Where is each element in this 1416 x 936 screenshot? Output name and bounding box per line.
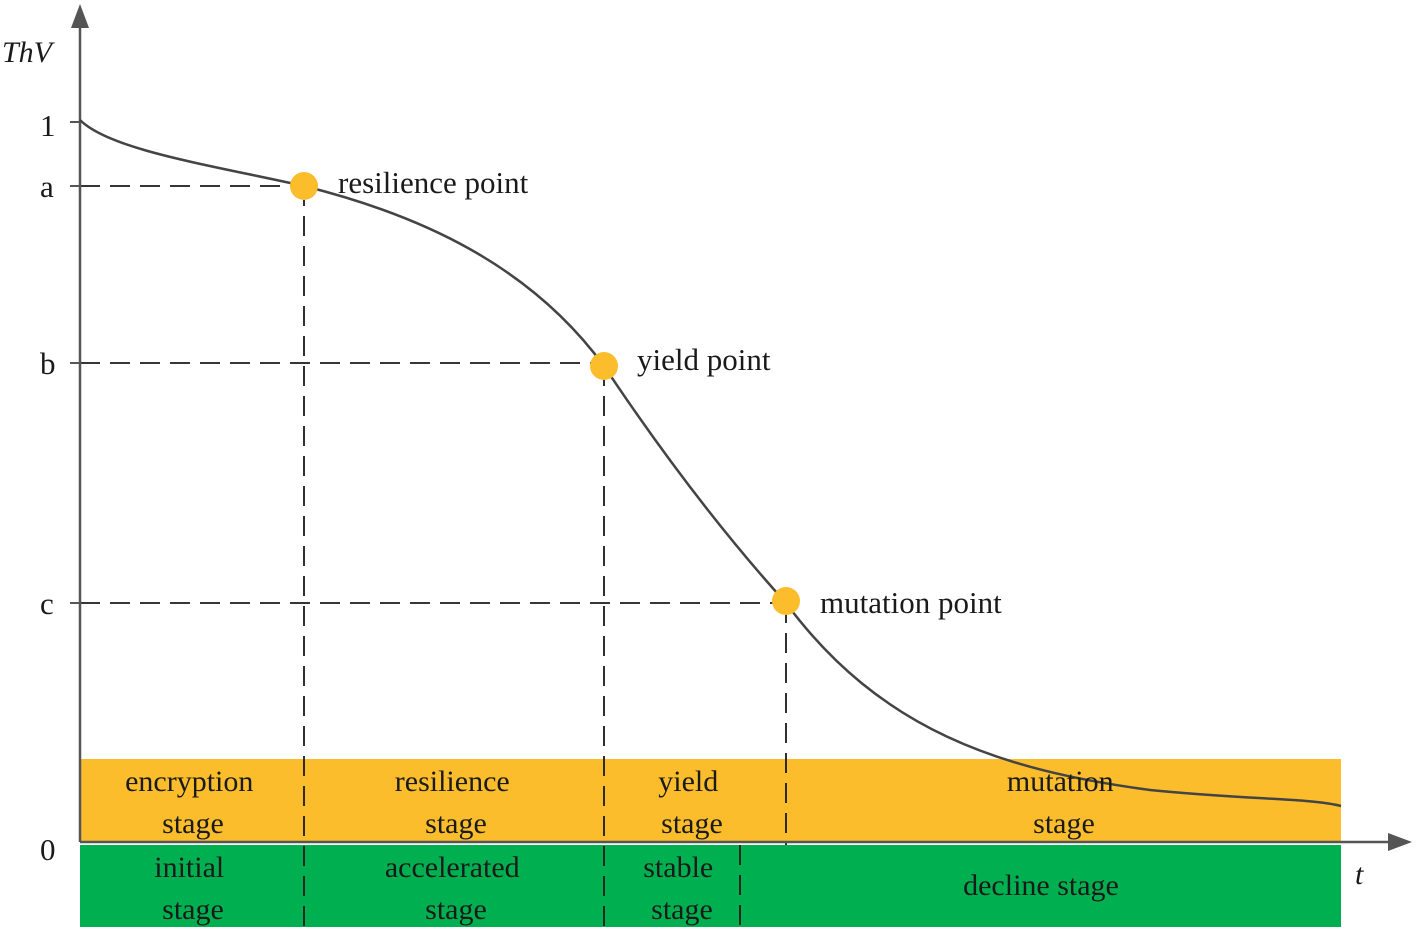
y-tick-label-a: a (40, 169, 54, 204)
encryption-stage-label: encryption stage (125, 765, 261, 840)
yield-point-label: yield point (637, 342, 771, 377)
resilience-stage-label: resilience stage (395, 765, 517, 840)
y-tick-label-0: 0 (40, 832, 56, 867)
yield-stage-label: yield stage (658, 765, 726, 840)
thv-curve (79, 119, 1342, 808)
decline-stage-label: decline stage (963, 869, 1119, 902)
mutation-point-label: mutation point (820, 585, 1002, 620)
x-axis-title: t (1355, 858, 1364, 891)
y-axis-arrow (71, 4, 89, 28)
stable-stage-label: stable stage (643, 851, 720, 926)
y-tick-label-c: c (40, 586, 54, 621)
yield-point-marker (590, 352, 618, 380)
y-axis-title: ThV (2, 36, 56, 69)
x-axis-arrow (1388, 833, 1412, 851)
upper-stage-band (80, 759, 1341, 842)
accelerated-stage-label: accelerated stage (385, 851, 527, 926)
mutation-stage-label: mutation stage (1007, 765, 1121, 840)
resilience-point-marker (290, 172, 318, 200)
y-tick-label-b: b (40, 346, 56, 381)
y-tick-label-1: 1 (40, 108, 56, 143)
lower-stage-band (80, 845, 1341, 927)
resilience-point-label: resilience point (338, 165, 529, 200)
initial-stage-label: initial stage (154, 851, 232, 926)
mutation-point-marker (772, 587, 800, 615)
